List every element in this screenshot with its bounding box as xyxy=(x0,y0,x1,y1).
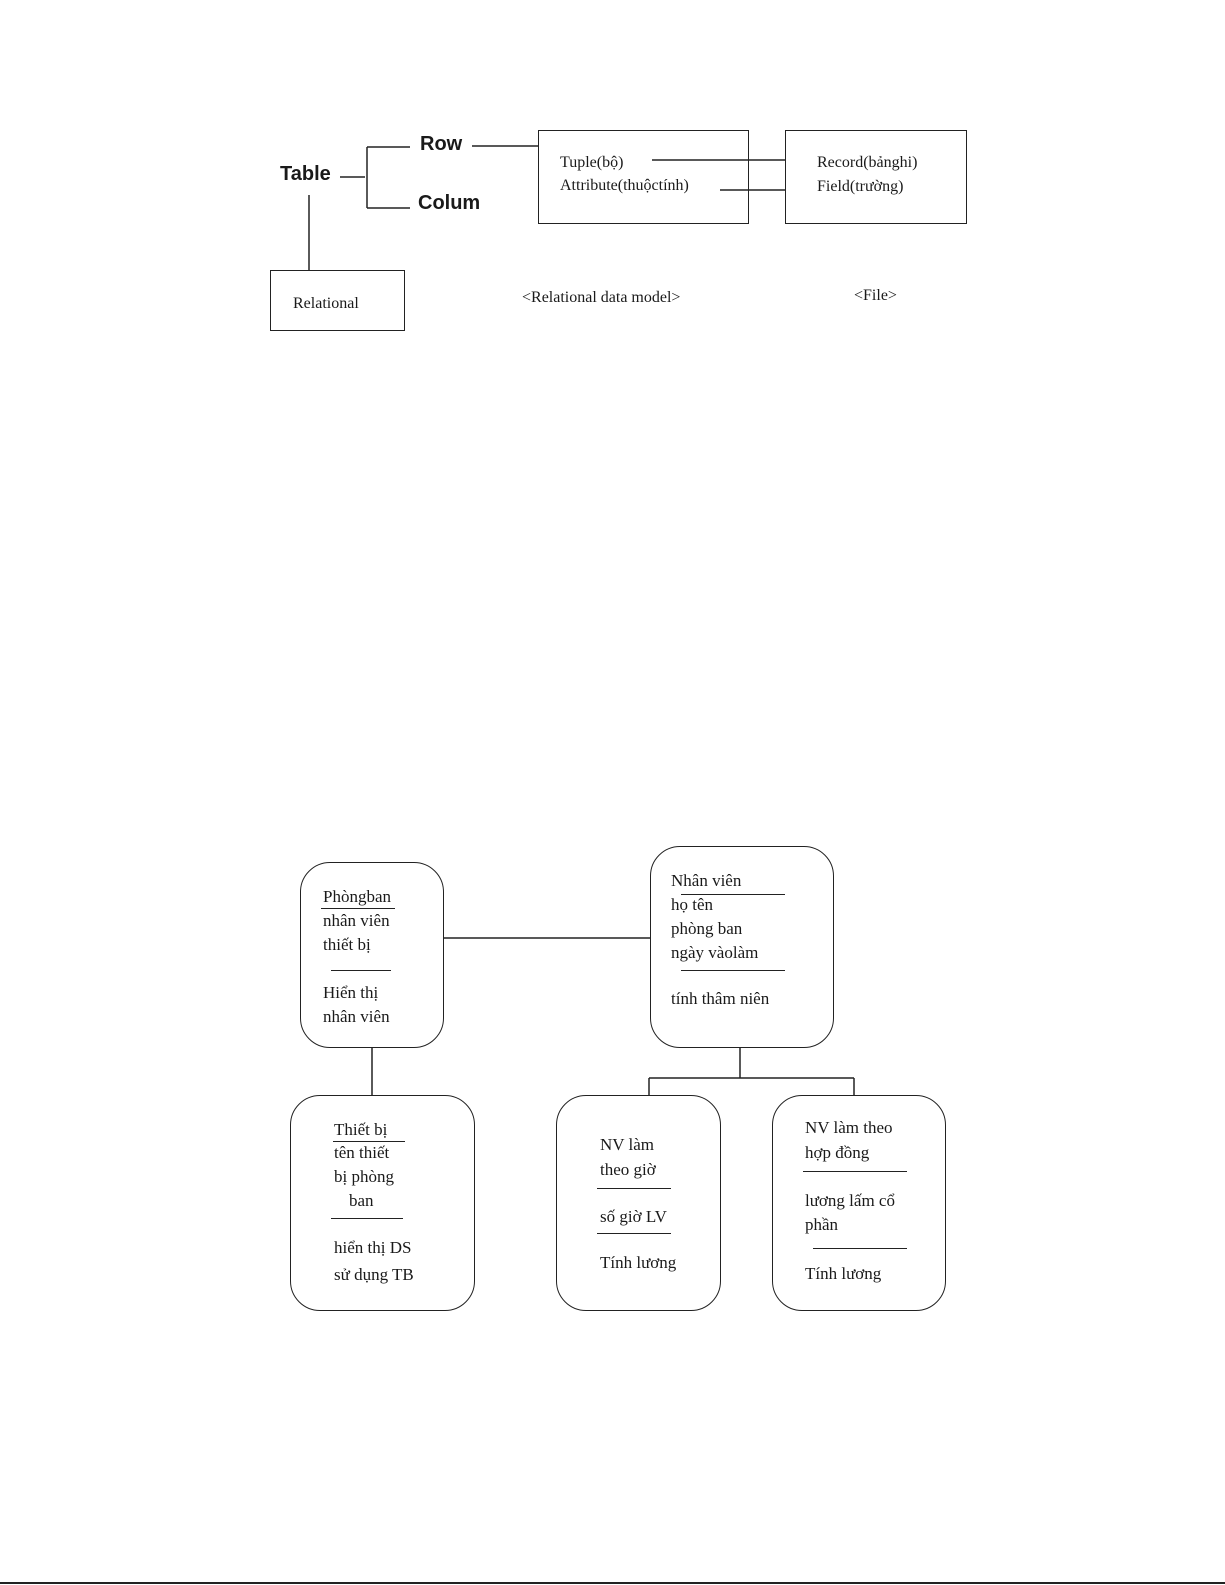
class-title: theo giờ xyxy=(600,1160,656,1179)
record-label: Record(bảnghi) xyxy=(817,154,918,171)
class-title: NV làm theo xyxy=(805,1118,893,1137)
method: Tính lương xyxy=(805,1264,882,1283)
attribute: nhân viên xyxy=(323,911,390,930)
class-title: Nhân viên xyxy=(671,871,742,890)
field-label: Field(trường) xyxy=(817,178,904,195)
attributes-divider xyxy=(813,1248,907,1249)
file-box: Record(bảnghi) Field(trường) xyxy=(785,130,967,224)
relational-model-caption: <Relational data model> xyxy=(522,289,681,306)
method: Hiển thị xyxy=(323,983,379,1002)
title-divider xyxy=(333,1141,405,1142)
attributes-divider xyxy=(331,1218,403,1219)
attribute: lương lấm cổ xyxy=(805,1191,895,1210)
method: sử dụng TB xyxy=(334,1265,414,1284)
class-title: Phòngban xyxy=(323,887,391,906)
relational-label: Relational xyxy=(293,295,359,312)
class-title: Thiết bị xyxy=(334,1120,388,1139)
relational-box: Relational xyxy=(270,270,405,331)
method: tính thâm niên xyxy=(671,989,770,1008)
method: nhân viên xyxy=(323,1007,390,1026)
attribute: bị phòng xyxy=(334,1167,394,1186)
method: hiển thị DS xyxy=(334,1238,412,1257)
row-label: Row xyxy=(420,133,463,155)
attributes-divider xyxy=(331,970,391,971)
attribute: thiết bị xyxy=(323,935,371,954)
title-divider xyxy=(803,1171,907,1172)
class-title: hợp đồng xyxy=(805,1143,870,1162)
attribute: ban xyxy=(349,1191,374,1210)
attributes-divider xyxy=(681,970,785,971)
tuple-label: Tuple(bộ) xyxy=(560,154,624,171)
class-nv-theo-gio: NV làm theo giờ số giờ LV Tính lương xyxy=(556,1095,721,1311)
attribute: phần xyxy=(805,1215,839,1234)
attribute: số giờ LV xyxy=(600,1207,667,1226)
file-caption: <File> xyxy=(854,287,897,304)
attribute-label: Attribute(thuộctính) xyxy=(560,177,689,194)
table-label: Table xyxy=(280,163,331,185)
attribute: họ tên xyxy=(671,895,714,914)
title-divider xyxy=(681,894,785,895)
relational-model-box: Tuple(bộ) Attribute(thuộctính) xyxy=(538,130,749,224)
attribute: ngày vàolàm xyxy=(671,943,759,962)
class-thietbi: Thiết bị tên thiết bị phòng ban hiển thị… xyxy=(290,1095,475,1311)
class-nhanvien: Nhân viên họ tên phòng ban ngày vàolàm t… xyxy=(650,846,834,1048)
class-title: NV làm xyxy=(600,1135,654,1154)
method: Tính lương xyxy=(600,1253,677,1272)
title-divider xyxy=(597,1188,671,1189)
attributes-divider xyxy=(597,1233,671,1234)
title-divider xyxy=(321,908,395,909)
class-nv-theo-hop-dong: NV làm theo hợp đồng lương lấm cổ phần T… xyxy=(772,1095,946,1311)
attribute: tên thiết xyxy=(334,1143,390,1162)
colum-label: Colum xyxy=(418,192,481,214)
attribute: phòng ban xyxy=(671,919,743,938)
page-bottom-rule xyxy=(0,1582,1225,1584)
class-phongban: Phòngban nhân viên thiết bị Hiển thị nhâ… xyxy=(300,862,444,1048)
